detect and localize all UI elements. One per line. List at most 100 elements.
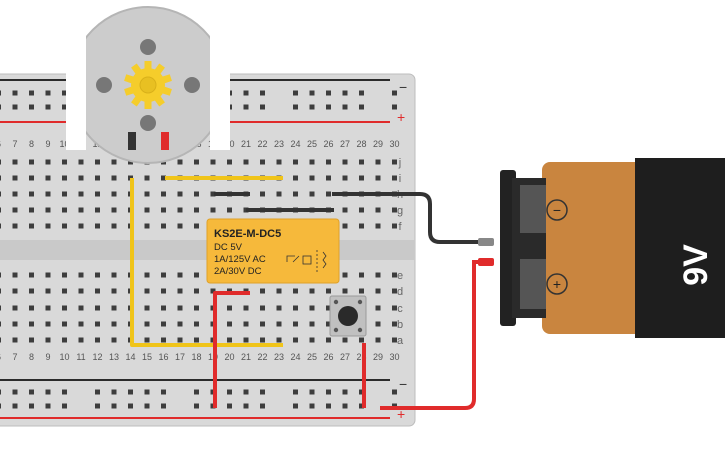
breadboard-hole[interactable]: [29, 175, 34, 181]
breadboard-hole[interactable]: [375, 272, 381, 278]
rail-hole[interactable]: [62, 90, 67, 96]
breadboard-hole[interactable]: [359, 337, 364, 343]
breadboard-hole[interactable]: [45, 191, 51, 197]
rail-hole[interactable]: [326, 389, 331, 395]
breadboard-hole[interactable]: [326, 305, 331, 311]
breadboard-hole[interactable]: [95, 175, 100, 181]
breadboard-hole[interactable]: [293, 305, 298, 311]
rail-hole[interactable]: [260, 90, 265, 96]
rail-hole[interactable]: [45, 104, 51, 110]
battery-terminal-positive[interactable]: [520, 259, 546, 309]
breadboard-hole[interactable]: [243, 305, 249, 311]
breadboard-hole[interactable]: [12, 191, 18, 197]
black-wire-battery-negative[interactable]: [332, 192, 480, 244]
rail-hole[interactable]: [293, 90, 298, 96]
breadboard-hole[interactable]: [29, 223, 34, 229]
breadboard-hole[interactable]: [78, 223, 84, 229]
rail-hole[interactable]: [161, 403, 166, 409]
breadboard-hole[interactable]: [194, 207, 199, 213]
breadboard-hole[interactable]: [260, 191, 265, 197]
yellow-wire-left[interactable]: [130, 178, 283, 347]
breadboard-hole[interactable]: [276, 321, 282, 327]
breadboard-hole[interactable]: [309, 305, 315, 311]
breadboard-hole[interactable]: [95, 321, 100, 327]
red-wire-relay[interactable]: [213, 291, 250, 408]
breadboard-hole[interactable]: [0, 159, 1, 165]
breadboard-hole[interactable]: [326, 321, 331, 327]
breadboard-hole[interactable]: [29, 191, 34, 197]
breadboard-hole[interactable]: [309, 191, 315, 197]
breadboard-hole[interactable]: [78, 288, 84, 294]
breadboard-hole[interactable]: [62, 305, 67, 311]
battery-lead-positive[interactable]: [478, 258, 494, 266]
breadboard-hole[interactable]: [260, 321, 265, 327]
breadboard-hole[interactable]: [95, 159, 100, 165]
breadboard-hole[interactable]: [78, 337, 84, 343]
rail-hole[interactable]: [62, 104, 67, 110]
breadboard-hole[interactable]: [375, 223, 381, 229]
breadboard-hole[interactable]: [276, 337, 282, 343]
breadboard-hole[interactable]: [144, 223, 150, 229]
rail-hole[interactable]: [29, 403, 34, 409]
breadboard-hole[interactable]: [161, 207, 166, 213]
breadboard-hole[interactable]: [12, 159, 18, 165]
breadboard-hole[interactable]: [29, 207, 34, 213]
rail-hole[interactable]: [29, 389, 34, 395]
breadboard-hole[interactable]: [161, 175, 166, 181]
breadboard-hole[interactable]: [45, 207, 51, 213]
rail-hole[interactable]: [309, 90, 315, 96]
breadboard-hole[interactable]: [177, 272, 183, 278]
breadboard-hole[interactable]: [392, 272, 397, 278]
breadboard-hole[interactable]: [342, 175, 348, 181]
breadboard-hole[interactable]: [45, 288, 51, 294]
rail-hole[interactable]: [260, 403, 265, 409]
breadboard-hole[interactable]: [78, 159, 84, 165]
red-wire-battery-positive[interactable]: [380, 260, 485, 410]
pushbutton[interactable]: [329, 295, 367, 337]
breadboard-hole[interactable]: [29, 288, 34, 294]
breadboard-hole[interactable]: [177, 305, 183, 311]
breadboard-hole[interactable]: [161, 223, 166, 229]
breadboard-hole[interactable]: [210, 207, 216, 213]
breadboard-hole[interactable]: [29, 321, 34, 327]
rail-hole[interactable]: [392, 90, 397, 96]
breadboard-hole[interactable]: [392, 288, 397, 294]
breadboard-hole[interactable]: [276, 288, 282, 294]
rail-hole[interactable]: [111, 403, 117, 409]
breadboard-hole[interactable]: [177, 207, 183, 213]
rail-hole[interactable]: [12, 389, 18, 395]
rail-hole[interactable]: [326, 403, 331, 409]
breadboard-hole[interactable]: [12, 305, 18, 311]
breadboard-hole[interactable]: [144, 305, 150, 311]
breadboard-hole[interactable]: [293, 175, 298, 181]
breadboard-hole[interactable]: [276, 191, 282, 197]
breadboard-hole[interactable]: [78, 321, 84, 327]
rail-hole[interactable]: [342, 403, 348, 409]
breadboard-hole[interactable]: [95, 207, 100, 213]
breadboard-hole[interactable]: [194, 191, 199, 197]
rail-hole[interactable]: [0, 104, 1, 110]
breadboard-hole[interactable]: [227, 159, 232, 165]
breadboard-hole[interactable]: [342, 207, 348, 213]
breadboard-hole[interactable]: [276, 159, 282, 165]
breadboard-hole[interactable]: [392, 159, 397, 165]
rail-hole[interactable]: [0, 403, 1, 409]
rail-hole[interactable]: [293, 104, 298, 110]
rail-hole[interactable]: [95, 389, 100, 395]
rail-hole[interactable]: [342, 389, 348, 395]
breadboard-hole[interactable]: [111, 305, 117, 311]
breadboard-hole[interactable]: [194, 272, 199, 278]
breadboard-hole[interactable]: [95, 305, 100, 311]
breadboard-hole[interactable]: [161, 321, 166, 327]
breadboard-hole[interactable]: [177, 337, 183, 343]
breadboard-hole[interactable]: [62, 159, 67, 165]
breadboard-hole[interactable]: [194, 305, 199, 311]
breadboard-hole[interactable]: [375, 305, 381, 311]
rail-hole[interactable]: [12, 104, 18, 110]
breadboard-hole[interactable]: [210, 159, 216, 165]
breadboard-hole[interactable]: [276, 305, 282, 311]
rail-hole[interactable]: [111, 389, 117, 395]
breadboard-hole[interactable]: [309, 337, 315, 343]
breadboard-hole[interactable]: [227, 337, 232, 343]
rail-hole[interactable]: [62, 403, 67, 409]
